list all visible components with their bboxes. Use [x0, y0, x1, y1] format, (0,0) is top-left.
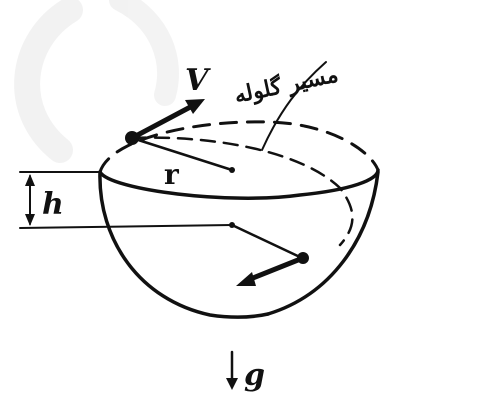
- inner-velocity-arrowhead: [236, 272, 256, 286]
- trajectory-path: [130, 136, 354, 247]
- velocity-arrowhead: [185, 99, 205, 114]
- radius-label: r: [164, 158, 180, 191]
- inner-velocity-arrow: [245, 255, 306, 283]
- rim-back-dashed: [98, 120, 380, 174]
- height-label: h: [42, 187, 64, 222]
- rim-center-dot: [229, 167, 235, 173]
- inner-radius-line: [230, 223, 304, 260]
- bowl-body-right: [266, 170, 380, 316]
- gravity-arrowhead: [226, 378, 238, 390]
- h-bottom-reference-line: [19, 224, 233, 229]
- velocity-arrow: [129, 101, 199, 141]
- watermark: [14, 0, 179, 163]
- velocity-label: V: [185, 63, 211, 98]
- radius-line: [130, 136, 234, 172]
- trajectory-label: مسیر گلوله: [232, 60, 341, 108]
- h-arrow-down: [25, 214, 35, 226]
- trajectory-pointer: [261, 61, 327, 151]
- h-arrow-up: [25, 174, 35, 186]
- gravity-label: g: [244, 358, 265, 393]
- bowl-body-left: [98, 170, 270, 319]
- rim-front: [98, 168, 380, 200]
